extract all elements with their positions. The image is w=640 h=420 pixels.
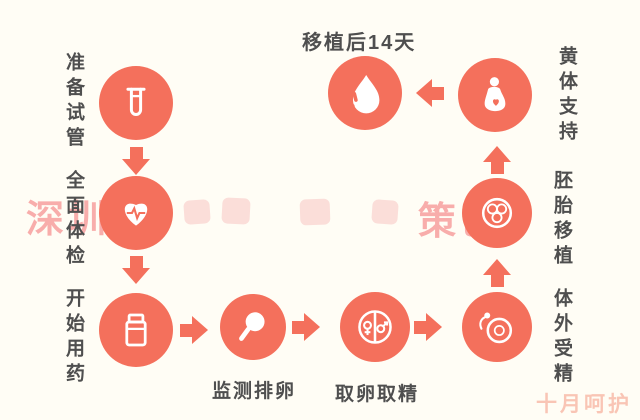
step-circle-day14 bbox=[328, 56, 402, 130]
flow-arrow-right-icon bbox=[180, 316, 208, 344]
step-circle-retrieval bbox=[340, 292, 410, 362]
test-tube-icon bbox=[113, 80, 159, 126]
step-label-medication: 开始用药 bbox=[63, 288, 84, 388]
flow-arrow-left-icon bbox=[416, 79, 444, 107]
step-label-luteal: 黄体支持 bbox=[556, 46, 577, 146]
step-label-day14: 移植后14天 bbox=[302, 32, 417, 54]
step-circle-luteal bbox=[458, 58, 532, 132]
step-circle-checkup bbox=[99, 176, 173, 250]
watermark-obscured-glyph bbox=[221, 197, 251, 225]
flow-arrow-down-icon bbox=[122, 256, 150, 284]
flow-arrow-down-icon bbox=[122, 147, 150, 175]
blood-drop-icon bbox=[341, 69, 389, 117]
pregnant-woman-icon bbox=[472, 72, 518, 118]
step-circle-medication bbox=[99, 293, 173, 367]
step-label-checkup: 全面体检 bbox=[63, 170, 84, 270]
step-circle-transfer bbox=[462, 178, 532, 248]
heart-icon bbox=[113, 190, 159, 236]
step-circle-ivf bbox=[462, 292, 532, 362]
step-label-prepare: 准备试管 bbox=[63, 52, 84, 152]
flow-arrow-right-icon bbox=[292, 313, 320, 341]
step-circle-prepare bbox=[99, 66, 173, 140]
watermark-obscured-glyph bbox=[183, 199, 211, 225]
flow-arrow-right-icon bbox=[414, 313, 442, 341]
brand-watermark: 十月呵护 bbox=[536, 393, 632, 416]
flow-arrow-up-icon bbox=[483, 146, 511, 174]
step-label-ivf: 体外受精 bbox=[551, 288, 572, 388]
medicine-bottle-icon bbox=[113, 307, 159, 353]
magnifier-icon bbox=[232, 306, 274, 348]
watermark-text-left: 深圳 bbox=[26, 199, 111, 241]
step-circle-monitor bbox=[220, 294, 286, 360]
flow-arrow-up-icon bbox=[483, 259, 511, 287]
embryo-icon bbox=[474, 190, 520, 236]
step-label-retrieval: 取卵取精 bbox=[335, 384, 420, 405]
step-label-monitor: 监测排卵 bbox=[212, 381, 297, 402]
watermark-obscured-glyph bbox=[299, 198, 331, 226]
gender-symbols-icon bbox=[352, 304, 398, 350]
step-label-transfer: 胚胎移植 bbox=[551, 170, 572, 270]
watermark-obscured-glyph bbox=[371, 199, 399, 225]
petri-dish-icon bbox=[474, 304, 520, 350]
